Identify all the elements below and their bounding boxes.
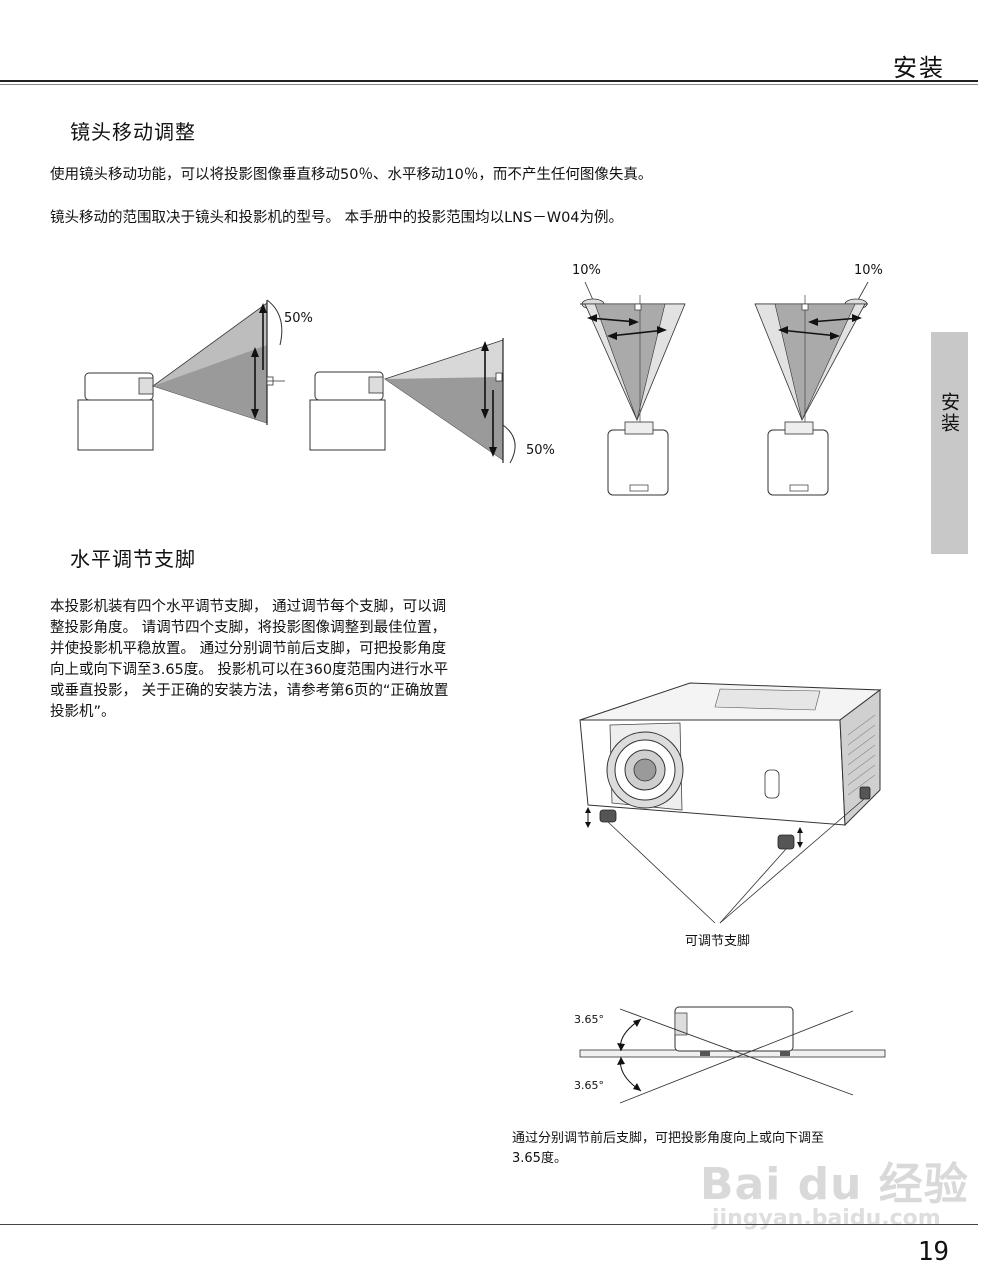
angle-label-down: 3.65° — [574, 1079, 604, 1092]
lens-shift-title: 镜头移动调整 — [70, 120, 196, 144]
label-vertical-down: 50% — [526, 443, 555, 458]
angle-label-up: 3.65° — [574, 1013, 604, 1026]
side-tab-label: 安装 — [938, 392, 960, 434]
watermark-url: jingyan.baidu.com — [712, 1206, 941, 1231]
lens-shift-paragraph-2: 镜头移动的范围取决于镜头和投影机的型号。 本手册中的投影范围均以LNS－W04为… — [50, 210, 624, 226]
label-vertical-up: 50% — [284, 311, 313, 326]
header-rule — [0, 80, 978, 82]
lens-shift-paragraph-1: 使用镜头移动功能，可以将投影图像垂直移动50％、水平移动10％，而不产生任何图像… — [50, 167, 653, 183]
side-section-tab[interactable]: 安装 — [931, 332, 968, 554]
page-header-title: 安装 — [893, 54, 945, 82]
feet-paragraph: 本投影机装有四个水平调节支脚， 通过调节每个支脚，可以调整投影角度。 请调节四个… — [50, 599, 449, 720]
watermark-brand: Bai du 经验 — [700, 1159, 969, 1210]
label-horizontal-left: 10% — [572, 263, 601, 278]
header-rule-thin — [0, 84, 978, 85]
adjustable-feet-callout: 可调节支脚 — [685, 934, 751, 949]
vertical-shift-up-diagram — [77, 299, 285, 451]
projector-feet-illustration — [579, 682, 882, 924]
tilt-angle-diagram — [579, 1006, 886, 1104]
label-horizontal-right: 10% — [854, 263, 883, 278]
tilt-caption: 通过分别调节前后支脚，可把投影角度向上或向下调至3.65度。 — [512, 1131, 825, 1166]
footer-rule — [0, 1224, 978, 1225]
page-number: 19 — [917, 1237, 949, 1267]
vertical-shift-down-diagram — [309, 338, 516, 464]
horizontal-shift-right-diagram — [754, 281, 869, 496]
horizontal-shift-left-diagram — [580, 281, 686, 496]
feet-section-title: 水平调节支脚 — [70, 547, 196, 571]
